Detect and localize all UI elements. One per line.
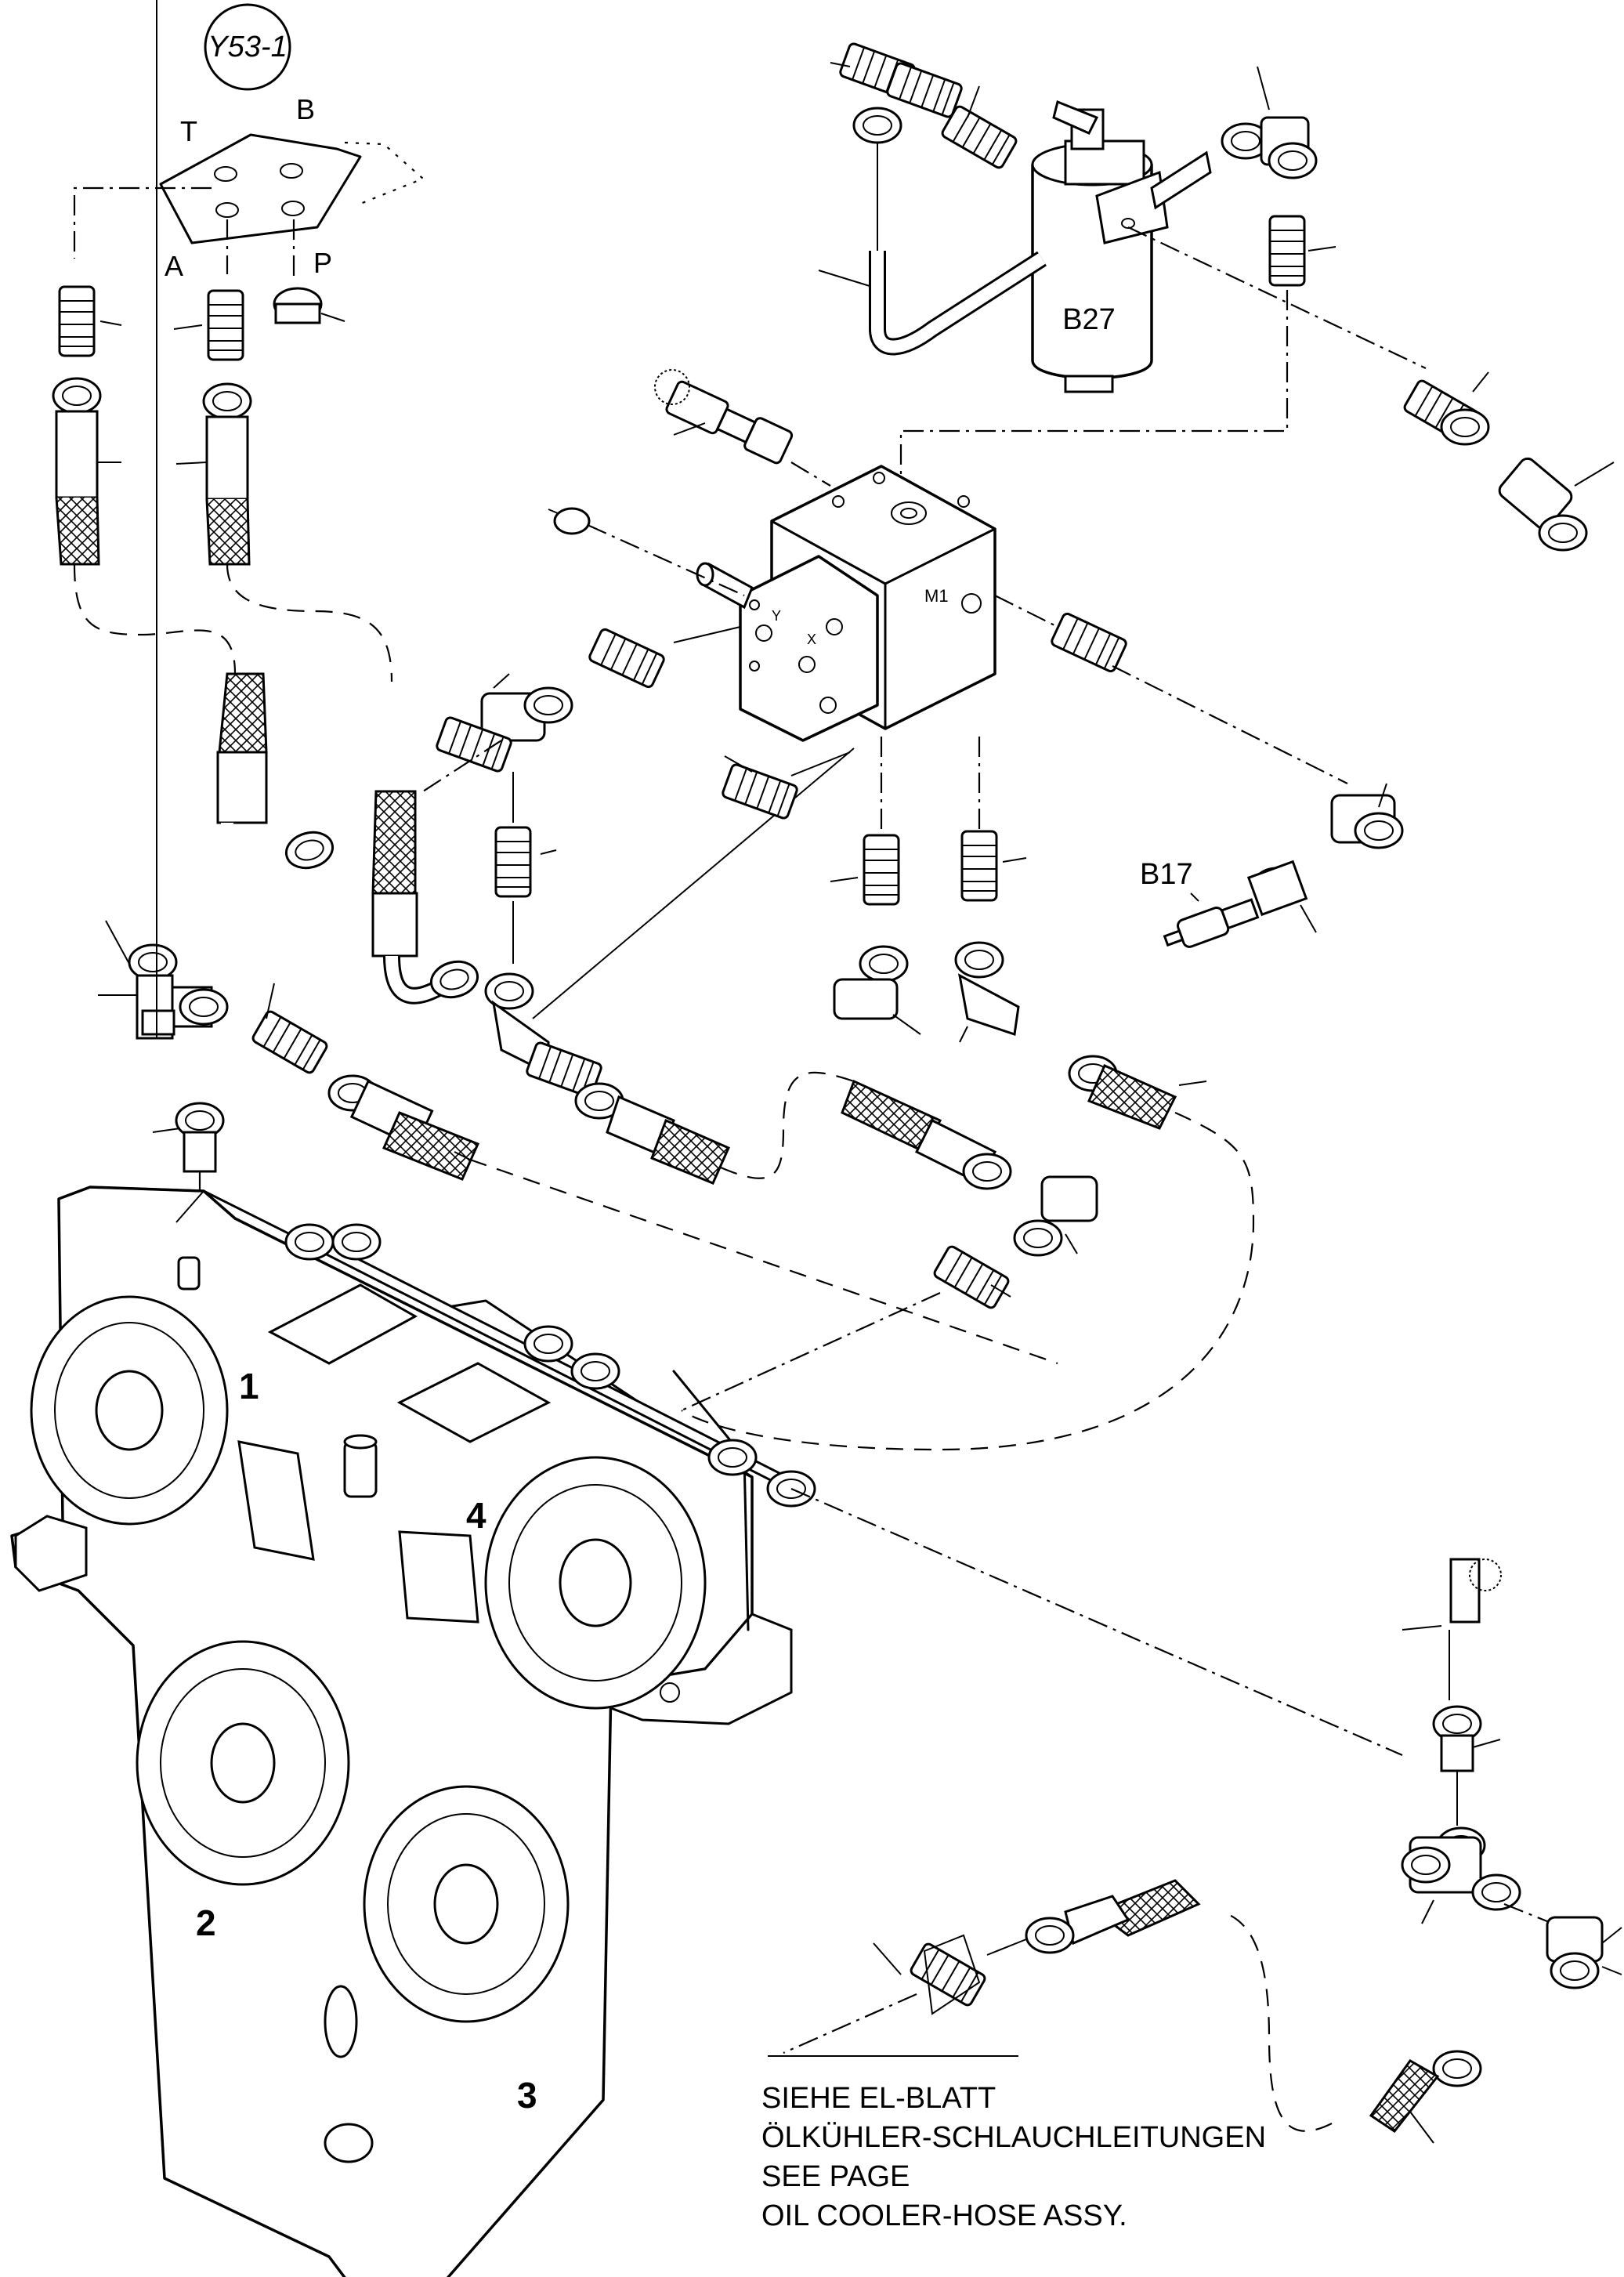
port-x-label: X [807,632,816,647]
left-hose-set [52,285,483,1005]
port-b-label: B [296,93,315,125]
filter-fittings [830,41,1615,552]
gear-pos-4: 4 [466,1495,486,1536]
note-line-2: ÖLKÜHLER-SCHLAUCHLEITUNGEN [761,2121,1266,2154]
block-fittings [422,626,1027,1099]
gear-pos-1: 1 [239,1366,259,1406]
note-line-1: SIEHE EL-BLATT [761,2082,996,2115]
gear-pos-3: 3 [517,2075,537,2116]
port-m1-label: M1 [924,586,949,606]
valve-callout-label: Y53-1 [208,31,287,63]
test-coupling-top [548,369,831,597]
port-p-label: P [313,247,332,279]
reference-note: SIEHE EL-BLATT ÖLKÜHLER-SCHLAUCHLEITUNGE… [761,2055,1266,2232]
middle-hoses [574,1055,1255,1451]
valve-y53-1: Y53-1 T B A P [73,3,425,282]
valve-plate [159,133,362,244]
note-line-3: SEE PAGE [761,2160,910,2193]
gear-pos-2: 2 [196,1902,216,1943]
filter-b27: B27 [818,100,1212,393]
valve-block: M1 Y X [696,465,996,742]
port-y-label: Y [772,608,781,624]
sensor-label: B17 [1140,858,1193,891]
gearbox-housing: 1 2 3 4 [10,1186,816,2277]
sensor-b17-set: B17 [994,595,1404,948]
filter-label: B27 [1062,303,1116,336]
note-line-4: OIL COOLER-HOSE ASSY. [761,2199,1127,2232]
port-t-label: T [180,115,197,147]
valve-callout-circle [204,3,291,91]
port-a-label: A [165,250,183,282]
left-tee-set [98,0,1058,1365]
right-tee-set [783,1487,1622,2144]
